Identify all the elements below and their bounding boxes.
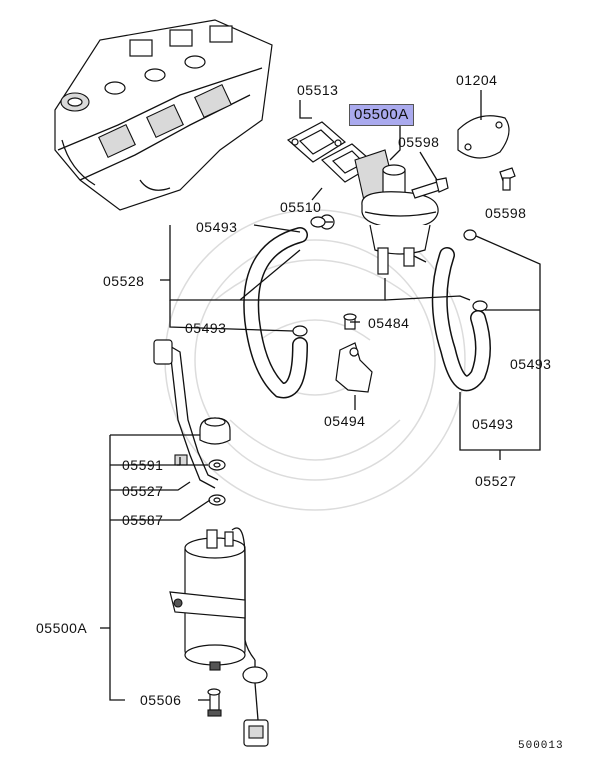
figure-number: 500013 bbox=[518, 740, 564, 752]
bolt-long bbox=[411, 151, 449, 199]
regulator-cap bbox=[199, 417, 231, 445]
label-05493-c[interactable]: 05493 bbox=[510, 356, 552, 372]
bolt-short bbox=[499, 167, 516, 191]
label-01204[interactable]: 01204 bbox=[456, 72, 498, 88]
label-05527-b[interactable]: 05527 bbox=[475, 473, 517, 489]
screw-05506 bbox=[207, 688, 222, 717]
label-05527-a[interactable]: 05527 bbox=[122, 483, 164, 499]
label-05493-b[interactable]: 05493 bbox=[185, 320, 227, 336]
cover-plate bbox=[457, 90, 510, 159]
label-05494[interactable]: 05494 bbox=[324, 413, 366, 429]
label-05587[interactable]: 05587 bbox=[122, 512, 164, 528]
label-05493-d[interactable]: 05493 bbox=[472, 416, 514, 432]
label-05506[interactable]: 05506 bbox=[140, 692, 182, 708]
leader-lines bbox=[100, 125, 541, 701]
washers bbox=[208, 459, 226, 506]
label-05598-b[interactable]: 05598 bbox=[485, 205, 527, 221]
hose-clamps bbox=[292, 216, 488, 337]
small-fitting bbox=[343, 313, 357, 330]
mechanical-fuel-pump bbox=[319, 149, 439, 275]
label-05493-a[interactable]: 05493 bbox=[196, 219, 238, 235]
label-05500a-top[interactable]: 05500A bbox=[349, 104, 414, 126]
label-05513[interactable]: 05513 bbox=[297, 82, 339, 98]
label-05528[interactable]: 05528 bbox=[103, 273, 145, 289]
label-05500a-bottom[interactable]: 05500A bbox=[36, 620, 88, 636]
cylinder-head bbox=[54, 19, 273, 211]
label-05591[interactable]: 05591 bbox=[122, 457, 164, 473]
hose-05528 bbox=[243, 227, 308, 399]
hose-05527 bbox=[431, 247, 491, 392]
label-05484[interactable]: 05484 bbox=[368, 315, 410, 331]
gaskets bbox=[286, 100, 377, 201]
electric-fuel-pump bbox=[169, 527, 269, 747]
fuel-line bbox=[153, 339, 219, 489]
label-05598-a[interactable]: 05598 bbox=[398, 134, 440, 150]
bracket-05494 bbox=[335, 342, 373, 410]
label-05510[interactable]: 05510 bbox=[280, 199, 322, 215]
